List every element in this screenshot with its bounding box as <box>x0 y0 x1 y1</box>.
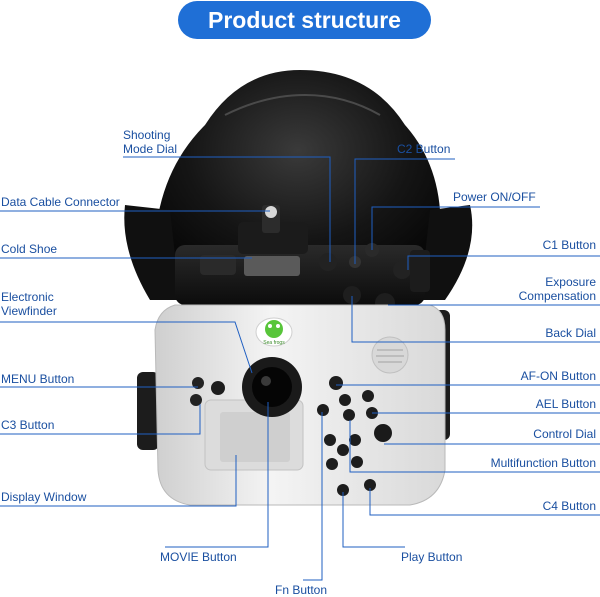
label-c4-button: C4 Button <box>542 499 596 513</box>
label-exposure-compensation-line1: Exposure <box>545 275 596 289</box>
left-handle <box>137 372 159 450</box>
label-play-button: Play Button <box>401 550 463 564</box>
label-data-cable-connector: Data Cable Connector <box>1 195 120 209</box>
label-menu-button: MENU Button <box>1 372 75 386</box>
label-movie-button: MOVIE Button <box>160 550 237 564</box>
label-shooting-mode-dial-line1: Shooting <box>123 128 171 142</box>
leader-power-onoff <box>371 206 540 250</box>
leader-c1-button <box>407 255 600 270</box>
leader-movie-button <box>165 402 269 548</box>
dome-port <box>124 70 473 300</box>
leader-play-button <box>342 492 405 548</box>
label-cold-shoe: Cold Shoe <box>1 242 58 256</box>
label-fn-button: Fn Button <box>275 583 328 597</box>
label-control-dial: Control Dial <box>533 427 596 441</box>
label-multifunction-button: Multifunction Button <box>490 456 596 470</box>
leader-fn-button <box>303 412 323 581</box>
leader-c2-button <box>354 158 455 264</box>
label-ael-button: AEL Button <box>535 397 596 411</box>
label-electronic-viewfinder-line1: Electronic <box>1 290 54 304</box>
back-buttons <box>190 376 392 496</box>
label-back-dial: Back Dial <box>545 326 596 340</box>
top-control-assembly <box>175 205 430 313</box>
sea-frogs-logo: Sea frogs <box>255 317 293 347</box>
leader-c3-button <box>0 404 201 435</box>
viewfinder-eyepiece <box>242 357 302 417</box>
label-power-onoff: Power ON/OFF <box>453 190 536 204</box>
label-c3-button: C3 Button <box>1 418 55 432</box>
label-c2-button: C2 Button <box>397 142 451 156</box>
label-af-on-button: AF-ON Button <box>520 369 596 383</box>
leader-c4-button <box>369 488 600 516</box>
leader-shooting-mode-dial <box>123 156 331 262</box>
svg-text:Sea frogs: Sea frogs <box>263 340 285 346</box>
label-electronic-viewfinder-line2: Viewfinder <box>1 304 57 318</box>
leader-electronic-viewfinder <box>0 321 253 374</box>
leader-lines <box>0 156 600 581</box>
label-exposure-compensation-line2: Compensation <box>518 289 596 303</box>
white-housing-body <box>154 304 446 506</box>
label-c1-button: C1 Button <box>542 238 596 252</box>
leader-display-window <box>0 455 237 507</box>
label-display-window: Display Window <box>1 490 87 504</box>
leader-back-dial <box>351 296 600 343</box>
leader-multifunction-button <box>349 420 600 473</box>
page-title: Product structure <box>178 1 431 39</box>
label-shooting-mode-dial-line2: Mode Dial <box>123 142 178 156</box>
